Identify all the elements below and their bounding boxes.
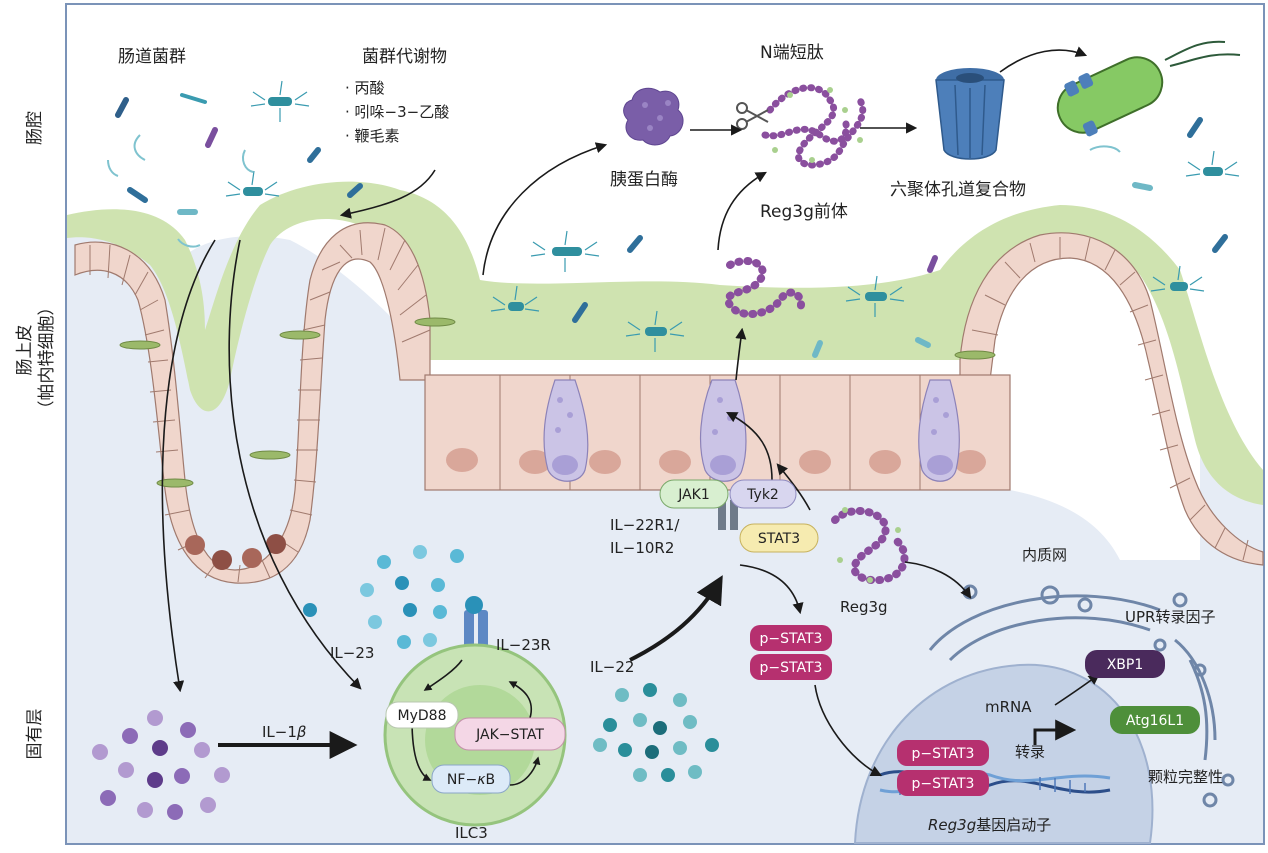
upr-label: UPR转录因子 bbox=[1125, 608, 1215, 626]
il23-ligands bbox=[303, 545, 464, 649]
il23r-label: IL−23R bbox=[496, 636, 551, 654]
region-epithelium-label: 肠上皮 bbox=[15, 325, 35, 376]
reg3g-precursor-label: Reg3g前体 bbox=[760, 202, 848, 222]
pstat3-nuclear-label-bottom: p−STAT3 bbox=[912, 776, 975, 792]
left-crypt-epithelium bbox=[74, 222, 456, 584]
pstat3-nuclear-label-top: p−STAT3 bbox=[912, 746, 975, 762]
pstat3-pill-bottom bbox=[750, 654, 832, 680]
n-peptide-label: N端短肽 bbox=[760, 43, 824, 63]
il23-label: IL−23 bbox=[330, 644, 374, 662]
myd88-label: MyD88 bbox=[398, 708, 447, 724]
il1-beta-label: IL−1β bbox=[262, 723, 307, 741]
reg3g-mature-icon bbox=[831, 506, 909, 585]
bacteria-cluster bbox=[107, 80, 1240, 358]
il1-prefix: IL−1 bbox=[262, 723, 297, 741]
il1-beta-ligands bbox=[92, 710, 230, 820]
region-lamina-label: 固有层 bbox=[25, 709, 45, 760]
transcription-label: 转录 bbox=[1015, 743, 1045, 761]
atg16l1-pill bbox=[1110, 706, 1200, 734]
metabolites-title: 菌群代谢物 bbox=[362, 47, 447, 67]
receptor-label-line1: IL−22R1/ bbox=[610, 516, 680, 534]
trypsin-label: 胰蛋白酶 bbox=[610, 170, 678, 190]
nfkb-label: NF−κB bbox=[447, 772, 495, 788]
pstat3-nuclear-top bbox=[897, 740, 989, 766]
myd88-pill bbox=[385, 701, 459, 729]
hexamer-pore-icon bbox=[935, 68, 1005, 160]
reg3g-coil-icon bbox=[724, 257, 805, 319]
arrows bbox=[161, 46, 1100, 786]
microbiota-label: 肠道菌群 bbox=[118, 47, 186, 67]
il1-beta-symbol: β bbox=[296, 723, 307, 741]
il22-ligands bbox=[593, 683, 719, 782]
receptor-label-line2: IL−10R2 bbox=[610, 539, 674, 557]
metabolite-item-2: · 鞭毛素 bbox=[345, 127, 400, 145]
nfkb-kappa: κ bbox=[477, 772, 486, 788]
ilc3-label: ILC3 bbox=[455, 824, 488, 842]
jak-stat-pill bbox=[454, 717, 566, 751]
stat3-label: STAT3 bbox=[758, 531, 800, 547]
pstat3-label-bottom: p−STAT3 bbox=[760, 660, 823, 676]
nfkb-prefix: NF− bbox=[447, 772, 477, 788]
er-label: 内质网 bbox=[1022, 546, 1067, 564]
promoter-label-rest: 基因启动子 bbox=[976, 816, 1051, 834]
pstat3-nuclear-bottom bbox=[897, 770, 989, 796]
region-epithelium-sub-label: （帕内特细胞） bbox=[37, 299, 57, 418]
right-villus-epithelium bbox=[954, 232, 1264, 566]
central-epithelium bbox=[424, 374, 1011, 491]
hexamer-label: 六聚体孔道复合物 bbox=[890, 180, 1026, 200]
tyk2-pill bbox=[729, 479, 797, 509]
nfkb-pill bbox=[431, 764, 511, 794]
pstat3-label-top: p−STAT3 bbox=[760, 631, 823, 647]
jak-stat-label: JAK−STAT bbox=[475, 727, 544, 743]
promoter-label-italic: Reg3g bbox=[928, 816, 976, 834]
reg3g-precursor-peptide-icon bbox=[761, 84, 867, 169]
mucus-layer bbox=[67, 181, 1263, 505]
pstat3-pill-top bbox=[750, 625, 832, 651]
il22-receptor-icon bbox=[718, 500, 738, 530]
tyk2-label: Tyk2 bbox=[746, 487, 779, 503]
jak1-pill bbox=[659, 479, 729, 509]
reg3g-label: Reg3g bbox=[840, 598, 888, 616]
granule-integrity-label: 颗粒完整性 bbox=[1148, 768, 1223, 786]
lysed-bacterium-icon bbox=[1056, 40, 1241, 137]
nucleus bbox=[853, 663, 1154, 844]
jak1-label: JAK1 bbox=[677, 487, 710, 503]
region-lumen-label: 肠腔 bbox=[25, 111, 45, 145]
trypsin-icon bbox=[623, 87, 684, 146]
stat3-pill bbox=[739, 523, 819, 553]
metabolite-item-0: · 丙酸 bbox=[345, 79, 385, 97]
xbp1-label: XBP1 bbox=[1107, 657, 1144, 673]
atg16l1-label: Atg16L1 bbox=[1126, 713, 1184, 729]
mrna-label: mRNA bbox=[985, 698, 1032, 716]
endoplasmic-reticulum-icon bbox=[928, 584, 1235, 808]
il22-label: IL−22 bbox=[590, 658, 634, 676]
xbp1-pill bbox=[1085, 650, 1165, 678]
nfkb-suffix: B bbox=[485, 772, 495, 788]
promoter-label: Reg3g基因启动子 bbox=[928, 816, 1051, 834]
metabolite-item-1: · 吲哚−3−乙酸 bbox=[345, 103, 449, 121]
